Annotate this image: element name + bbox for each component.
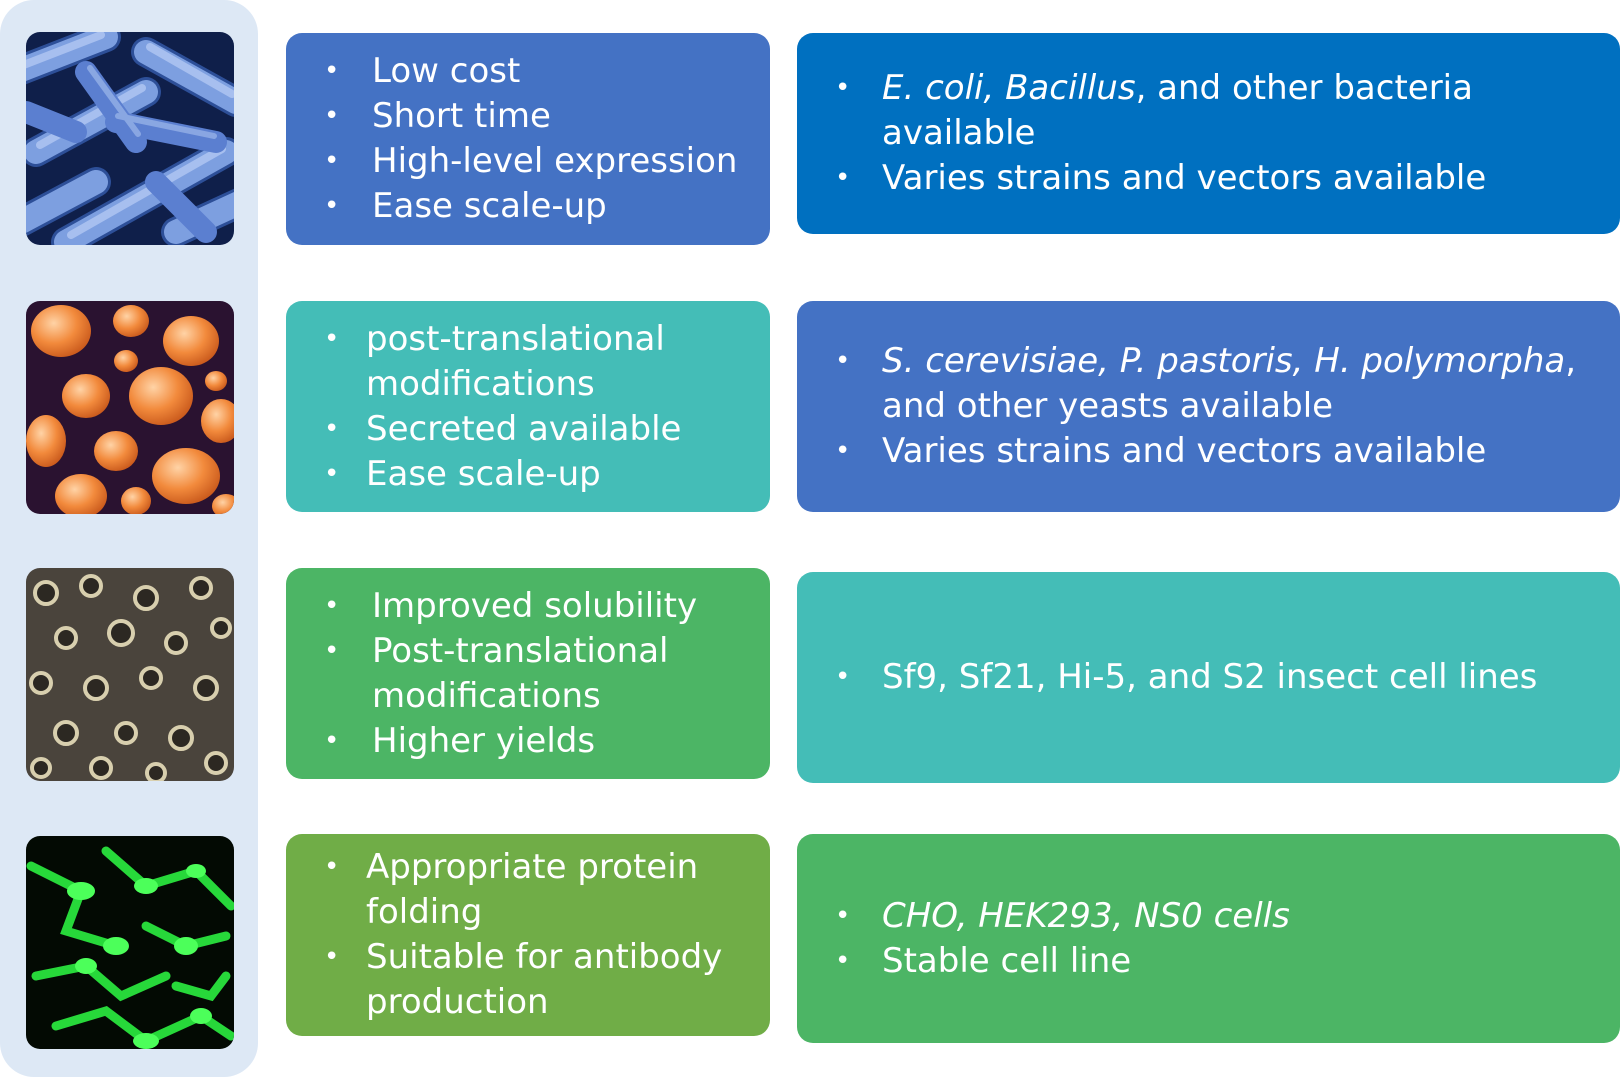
advantage-item: Ease scale-up	[286, 452, 770, 497]
hosts-box-bacteria: E. coli, Bacillus, and other bacteria av…	[797, 33, 1620, 234]
host-item: Stable cell line	[797, 939, 1620, 984]
advantage-item: Appropriate protein folding	[286, 845, 770, 935]
advantage-item: Short time	[286, 94, 770, 139]
host-item: Sf9, Sf21, Hi-5, and S2 insect cell line…	[797, 655, 1620, 700]
advantage-item: Ease scale-up	[286, 184, 770, 229]
advantages-box-insect: Improved solubility Post-translational m…	[286, 568, 770, 779]
host-item: S. cerevisiae, P. pastoris, H. polymorph…	[797, 339, 1620, 429]
host-text: Varies strains and vectors available	[882, 431, 1487, 471]
bacteria-micrograph-image	[26, 32, 234, 245]
host-text: , and other yeasts available	[882, 341, 1577, 426]
host-species: S. cerevisiae, P. pastoris, H. polymorph…	[882, 341, 1566, 381]
advantage-item: Post-translational modifications	[286, 629, 770, 719]
advantage-item: Suitable for antibody production	[286, 935, 770, 1025]
host-species: CHO, HEK293, NS0 cells	[882, 895, 1290, 936]
advantage-item: Improved solubility	[286, 584, 770, 629]
advantages-box-yeast: post-translational modifications Secrete…	[286, 301, 770, 512]
hosts-box-insect: Sf9, Sf21, Hi-5, and S2 insect cell line…	[797, 572, 1620, 783]
hosts-box-yeast: S. cerevisiae, P. pastoris, H. polymorph…	[797, 301, 1620, 512]
advantages-box-mammalian: Appropriate protein folding Suitable for…	[286, 834, 770, 1036]
host-text: , and other bacteria available	[882, 68, 1473, 153]
host-item: Varies strains and vectors available	[797, 429, 1620, 474]
advantage-item: Secreted available	[286, 407, 770, 452]
advantage-item: Higher yields	[286, 719, 770, 764]
advantage-item: Low cost	[286, 49, 770, 94]
advantage-item: post-translational modifications	[286, 317, 770, 407]
host-item: Varies strains and vectors available	[797, 156, 1620, 201]
mammalian-cells-fluorescence-image	[26, 836, 234, 1049]
yeast-micrograph-image	[26, 301, 234, 514]
advantage-item: High-level expression	[286, 139, 770, 184]
host-item: E. coli, Bacillus, and other bacteria av…	[797, 66, 1620, 156]
advantages-box-bacteria: Low cost Short time High-level expressio…	[286, 33, 770, 245]
hosts-box-mammalian: CHO, HEK293, NS0 cells Stable cell line	[797, 834, 1620, 1043]
insect-cells-micrograph-image	[26, 568, 234, 781]
host-item: CHO, HEK293, NS0 cells	[797, 894, 1620, 939]
host-species: E. coli, Bacillus	[882, 68, 1136, 108]
host-text: Varies strains and vectors available	[882, 158, 1487, 198]
host-text: Sf9, Sf21, Hi-5, and S2 insect cell line…	[882, 657, 1538, 697]
host-text: Stable cell line	[882, 940, 1132, 981]
